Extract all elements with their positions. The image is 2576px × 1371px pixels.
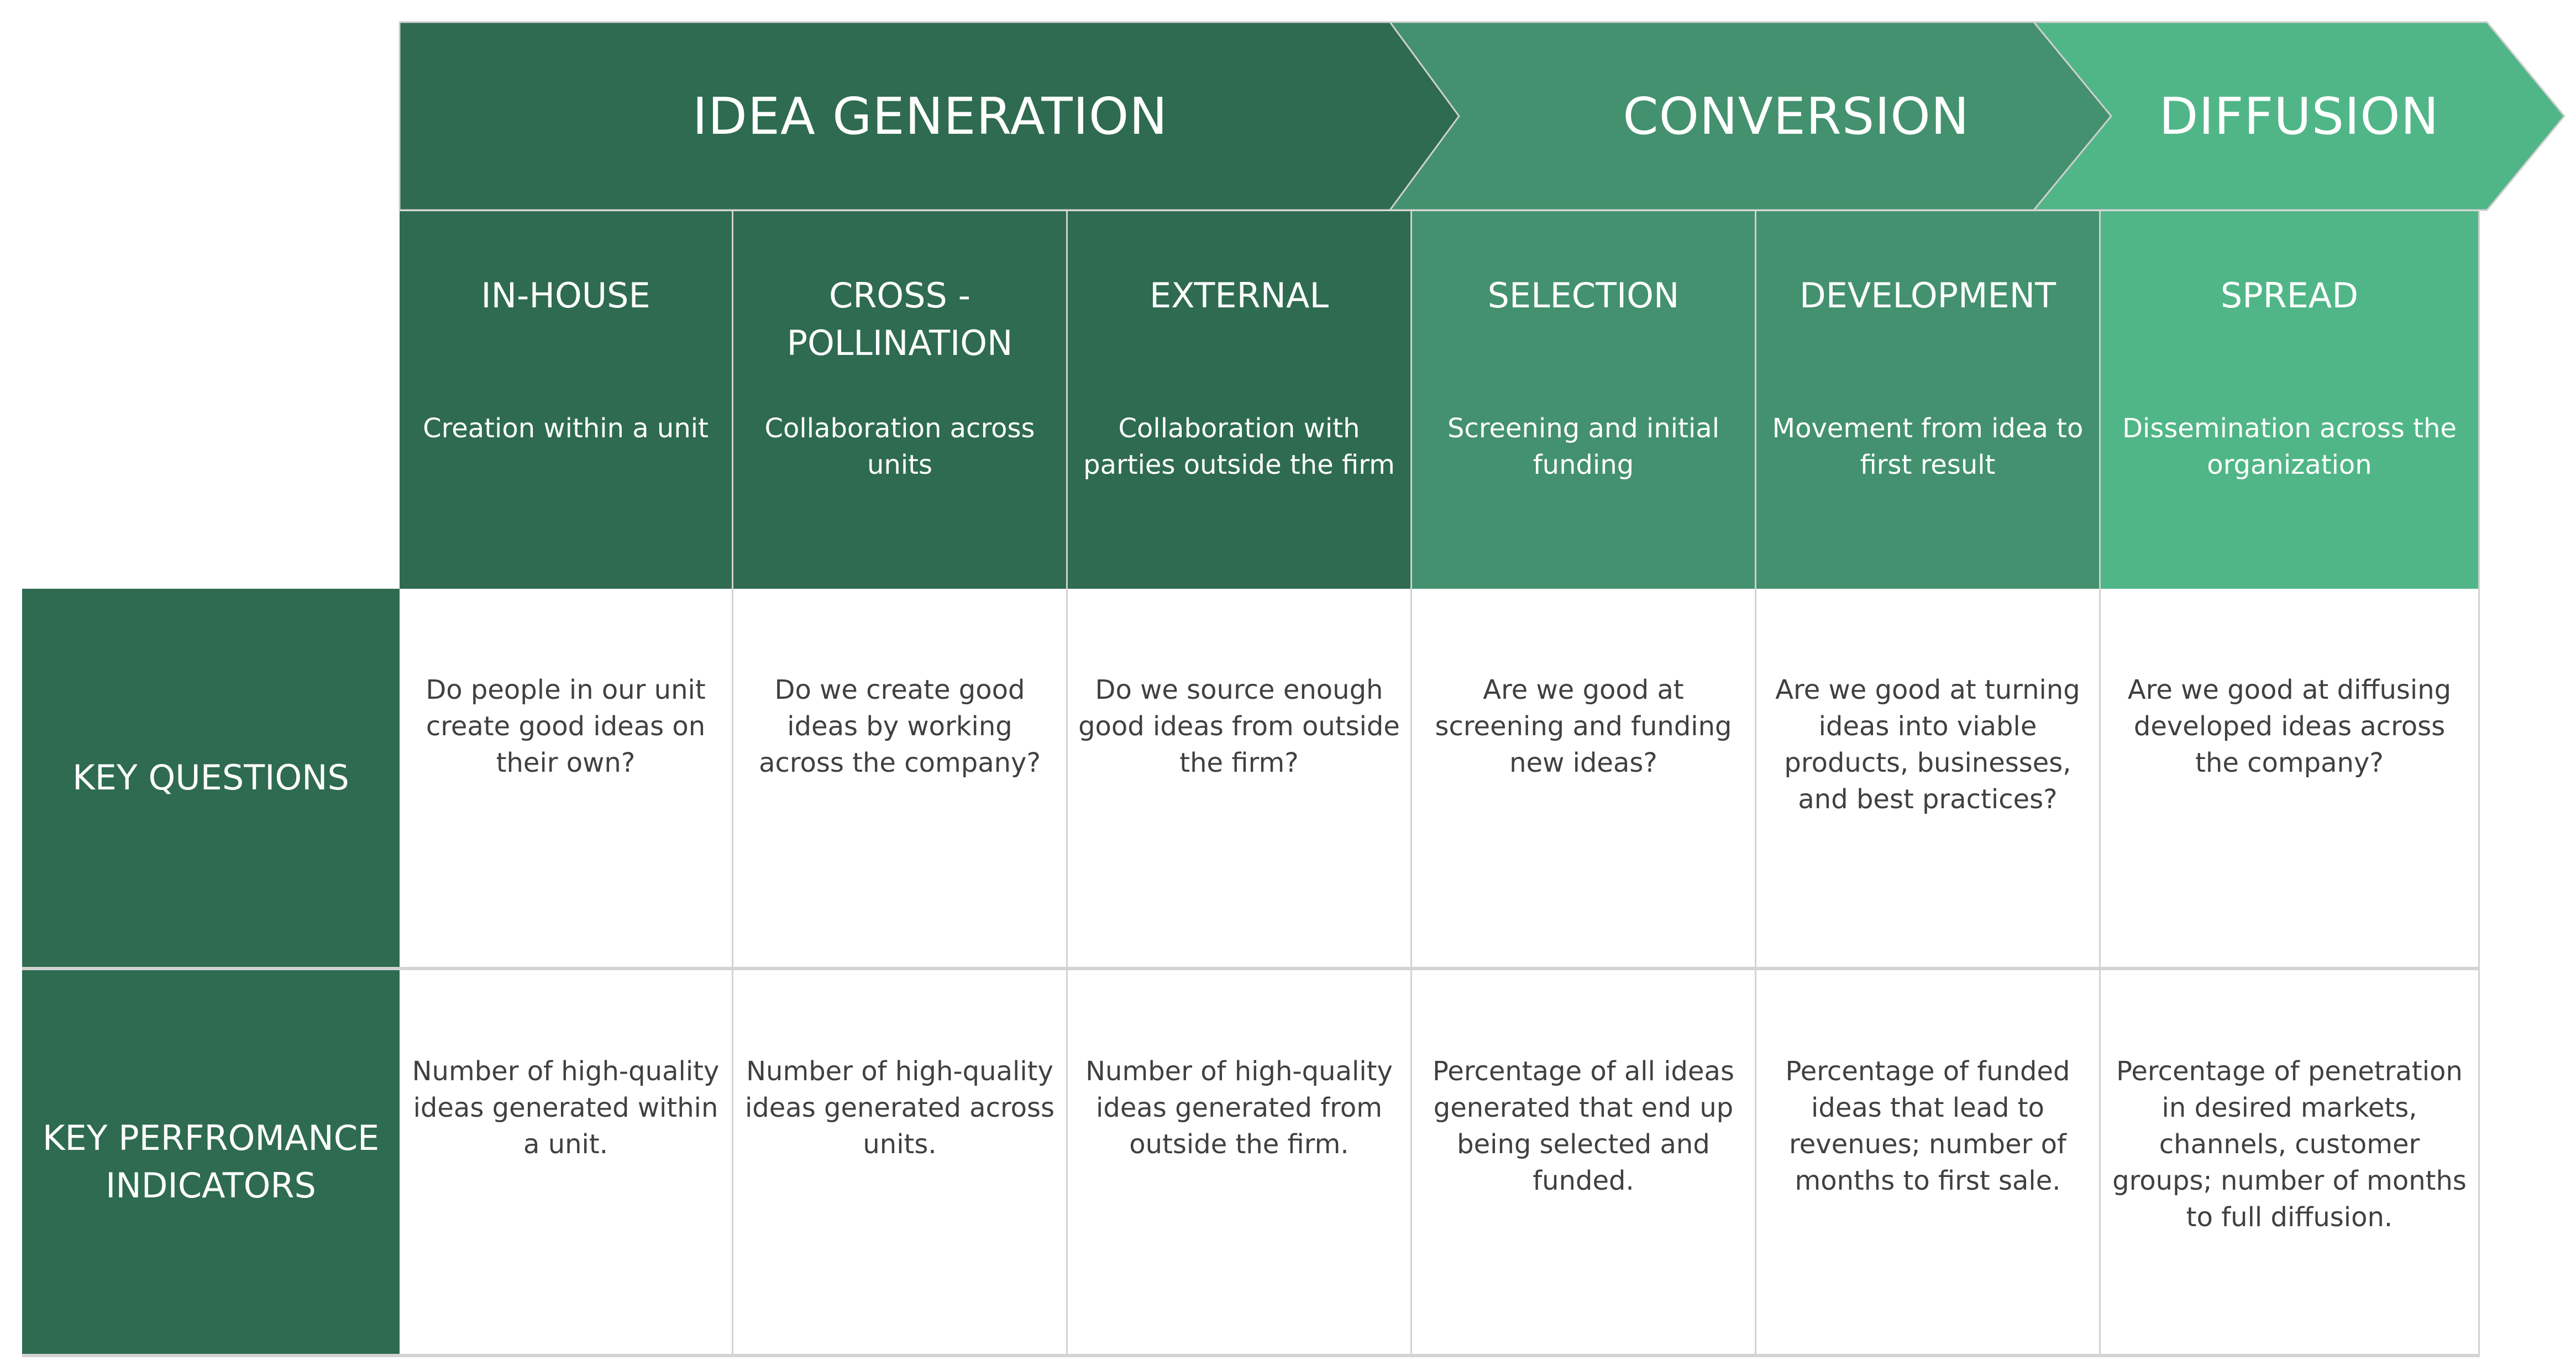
row-header-key-questions: KEY QUESTIONS xyxy=(22,589,400,970)
stage-header-3: SELECTION Screening and initial funding xyxy=(1412,211,1756,589)
stage-description: Movement from idea to first result xyxy=(1772,413,2084,480)
kpi-cell: Number of high-quality ideas generated w… xyxy=(400,970,733,1357)
stage-description: Dissemination across the organization xyxy=(2122,413,2457,480)
stage-header-2: EXTERNAL Collaboration with parties outsi… xyxy=(1068,211,1412,589)
stage-description: Collaboration with parties outside the f… xyxy=(1083,413,1395,480)
kpi-cell: Percentage of all ideas generated that e… xyxy=(1412,970,1756,1357)
stage-header-4: DEVELOPMENT Movement from idea to first r… xyxy=(1756,211,2101,589)
stage-title: EXTERNAL xyxy=(1149,275,1329,316)
phase-arrows xyxy=(398,21,2565,211)
diffusion-arrow xyxy=(2032,21,2565,211)
key-question-cell: Do we source enough good ideas from outs… xyxy=(1068,589,1412,970)
stage-title: SELECTION xyxy=(1487,275,1680,316)
stage-title: CROSS - POLLINATION xyxy=(786,275,1013,363)
stage-header-5: SPREAD Dissemination across the organizat… xyxy=(2101,211,2480,589)
key-question-cell: Are we good at diffusing developed ideas… xyxy=(2101,589,2480,970)
stage-title: IN-HOUSE xyxy=(481,275,650,316)
kpi-cell: Number of high-quality ideas generated a… xyxy=(733,970,1068,1357)
key-question-cell: Do people in our unit create good ideas … xyxy=(400,589,733,970)
key-question-cell: Are we good at screening and funding new… xyxy=(1412,589,1756,970)
stage-title: SPREAD xyxy=(2220,275,2359,316)
kpi-cell: Percentage of penetration in desired mar… xyxy=(2101,970,2480,1357)
stage-title: DEVELOPMENT xyxy=(1799,275,2056,316)
stage-description: Creation within a unit xyxy=(423,413,709,444)
key-question-cell: Are we good at turning ideas into viable… xyxy=(1756,589,2101,970)
stage-description: Screening and initial funding xyxy=(1447,413,1720,480)
stage-header-0: IN-HOUSE Creation within a unit xyxy=(400,211,733,589)
phase-conversion: CONVERSION xyxy=(1623,86,1970,146)
key-question-cell: Do we create good ideas by working acros… xyxy=(733,589,1068,970)
phase-idea-generation: IDEA GENERATION xyxy=(692,86,1168,146)
stage-header-1: CROSS - POLLINATION Collaboration across … xyxy=(733,211,1068,589)
kpi-cell: Percentage of funded ideas that lead to … xyxy=(1756,970,2101,1357)
phase-diffusion: DIFFUSION xyxy=(2159,86,2439,146)
stage-description: Collaboration across units xyxy=(764,413,1035,480)
row-header-kpi: KEY PERFROMANCE INDICATORS xyxy=(22,970,400,1357)
kpi-cell: Number of high-quality ideas generated f… xyxy=(1068,970,1412,1357)
